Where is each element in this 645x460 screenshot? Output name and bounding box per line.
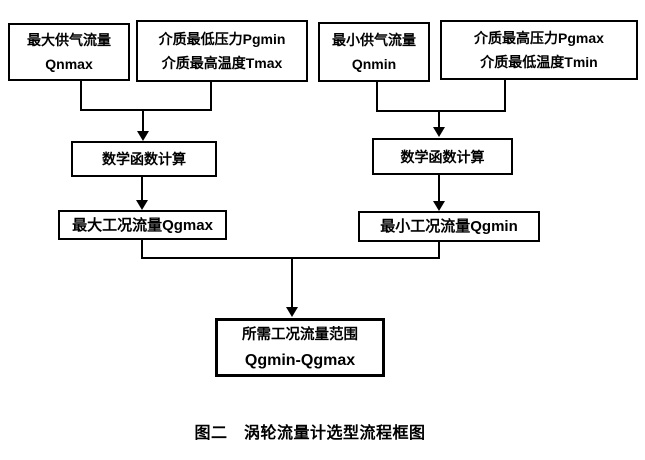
node-math-calc-right: 数学函数计算 xyxy=(372,138,513,175)
node-min-supply-flow-line2: Qnmin xyxy=(351,56,397,72)
connector-right-b xyxy=(504,80,506,112)
figure-caption: 图二 涡轮流量计选型流程框图 xyxy=(194,425,426,442)
arrow-down-result xyxy=(286,307,298,317)
connector-calc-left-stem xyxy=(141,177,143,201)
node-tmax-line: 介质最高温度Tmax xyxy=(161,55,283,71)
connector-right-join xyxy=(376,110,506,112)
node-required-flow-range-line1: 所需工况流量范围 xyxy=(242,326,358,343)
connector-left-join xyxy=(80,109,212,111)
node-tmin-line: 介质最低温度Tmin xyxy=(480,54,598,70)
arrow-down-left-calc xyxy=(137,131,149,141)
connector-left-a xyxy=(80,81,82,111)
arrow-down-right-calc xyxy=(433,127,445,137)
node-qgmin: 最小工况流量Qgmin xyxy=(358,211,540,242)
connector-bottom-b xyxy=(438,242,440,259)
connector-left-stem xyxy=(142,111,144,132)
node-required-flow-range-line2: Qgmin-Qgmax xyxy=(244,351,356,369)
node-qgmax: 最大工况流量Qgmax xyxy=(58,210,227,240)
node-math-calc-left-label: 数学函数计算 xyxy=(102,151,186,167)
node-qgmax-label: 最大工况流量Qgmax xyxy=(72,216,213,234)
connector-right-stem xyxy=(438,112,440,128)
node-pgmin-line: 介质最低压力Pgmin xyxy=(158,31,286,47)
arrow-down-qgmax xyxy=(136,200,148,210)
node-max-supply-flow-line2: Qnmax xyxy=(45,56,93,72)
connector-right-a xyxy=(376,82,378,112)
node-min-supply-flow-line1: 最小供气流量 xyxy=(332,32,416,48)
connector-left-b xyxy=(210,82,212,111)
node-pgmax-line: 介质最高压力Pgmax xyxy=(474,30,604,46)
connector-bottom-join xyxy=(141,257,440,259)
connector-bottom-a xyxy=(141,240,143,259)
node-required-flow-range: 所需工况流量范围 Qgmin-Qgmax xyxy=(215,318,385,377)
node-min-supply-flow: 最小供气流量 Qnmin xyxy=(318,22,430,82)
node-max-supply-flow-line1: 最大供气流量 xyxy=(27,32,111,48)
connector-calc-right-stem xyxy=(438,175,440,202)
node-qgmin-label: 最小工况流量Qgmin xyxy=(380,218,518,235)
node-medium-min-pressure-max-temp: 介质最低压力Pgmin 介质最高温度Tmax xyxy=(136,20,308,82)
connector-bottom-stem xyxy=(291,259,293,308)
node-math-calc-left: 数学函数计算 xyxy=(71,141,217,177)
node-math-calc-right-label: 数学函数计算 xyxy=(400,148,485,165)
arrow-down-qgmin xyxy=(433,201,445,211)
node-medium-max-pressure-min-temp: 介质最高压力Pgmax 介质最低温度Tmin xyxy=(440,20,638,80)
node-max-supply-flow: 最大供气流量 Qnmax xyxy=(8,23,130,81)
